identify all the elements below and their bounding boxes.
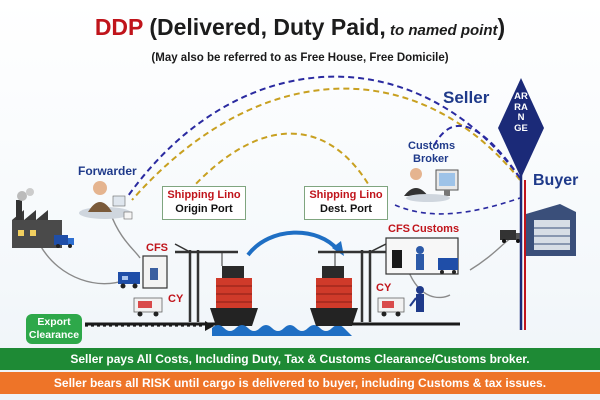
cfs-left-warehouse-icon bbox=[118, 255, 168, 289]
arrange-diamond bbox=[498, 78, 544, 178]
export-clearance-box: Export Clearance bbox=[26, 314, 82, 344]
truck-icon-buyer bbox=[500, 230, 522, 243]
customs-broker-label-line2: Broker bbox=[413, 153, 449, 165]
dest-port-box: Shipping Lino Dest. Port bbox=[304, 186, 388, 220]
arc-dest-buyer bbox=[394, 197, 521, 215]
seller-label: Seller bbox=[443, 88, 490, 107]
customs-broker-label-line1: Customs bbox=[408, 140, 456, 152]
forwarder-label: Forwarder bbox=[78, 164, 137, 178]
crane-icon-origin bbox=[174, 243, 238, 322]
arrange-label: ARRANGE bbox=[514, 91, 528, 134]
dest-port-line2: Dest. Port bbox=[320, 203, 372, 215]
cy-left-label: CY bbox=[168, 293, 184, 305]
export-clearance-line1: Export bbox=[37, 316, 71, 328]
origin-port-box: Shipping Lino Origin Port bbox=[162, 186, 246, 220]
ship-icon-origin bbox=[210, 266, 258, 326]
forklift-icon-right bbox=[377, 297, 405, 317]
cfs-right-warehouse-icon bbox=[385, 237, 459, 275]
title-close: ) bbox=[497, 14, 506, 40]
water-waves bbox=[212, 325, 352, 336]
cfs-left-label: CFS bbox=[146, 242, 168, 254]
page-title: DDP (Delivered, Duty Paid, to named poin… bbox=[0, 14, 600, 41]
title-tail: to named point bbox=[385, 22, 498, 39]
buyer-label: Buyer bbox=[533, 172, 579, 189]
customs-officer-icon bbox=[409, 286, 424, 312]
origin-port-line1: Shipping Lino bbox=[167, 189, 241, 201]
dest-port-line1: Shipping Lino bbox=[309, 189, 383, 201]
building-icon bbox=[526, 204, 576, 256]
shipping-arrow bbox=[246, 230, 340, 257]
arc-seller-origin-gold bbox=[131, 87, 521, 201]
forklift-icon-left bbox=[133, 297, 163, 317]
flow-factory-truck bbox=[39, 244, 126, 285]
arc-origin-dest bbox=[169, 132, 376, 215]
export-clearance-line2: Clearance bbox=[28, 329, 80, 341]
origin-port-line2: Origin Port bbox=[175, 203, 233, 215]
risk-bar: Seller bears all RISK until cargo is del… bbox=[0, 372, 600, 394]
costs-bar: Seller pays All Costs, Including Duty, T… bbox=[0, 348, 600, 370]
arc-seller-broker bbox=[431, 124, 521, 179]
arc-seller-origin-blue bbox=[127, 75, 521, 197]
subtitle: (May also be referred to as Free House, … bbox=[151, 52, 449, 64]
title-code: DDP bbox=[94, 14, 143, 40]
forwarder-person-icon bbox=[79, 181, 133, 220]
flow-customs-buyer bbox=[469, 235, 516, 271]
ship-icon-dest bbox=[310, 266, 358, 326]
title-main: (Delivered, Duty Paid, bbox=[142, 14, 386, 40]
customs-broker-person-icon bbox=[404, 168, 459, 202]
cfs-right-label: CFS bbox=[388, 223, 410, 235]
crane-icon-dest bbox=[318, 243, 387, 322]
truck-icon-factory bbox=[54, 235, 74, 248]
factory-icon bbox=[12, 188, 62, 248]
customs-right-label: Customs bbox=[412, 223, 460, 235]
flow-cy-officer bbox=[407, 269, 451, 299]
cy-right-label: CY bbox=[376, 282, 392, 294]
export-arrow-head bbox=[205, 321, 214, 331]
